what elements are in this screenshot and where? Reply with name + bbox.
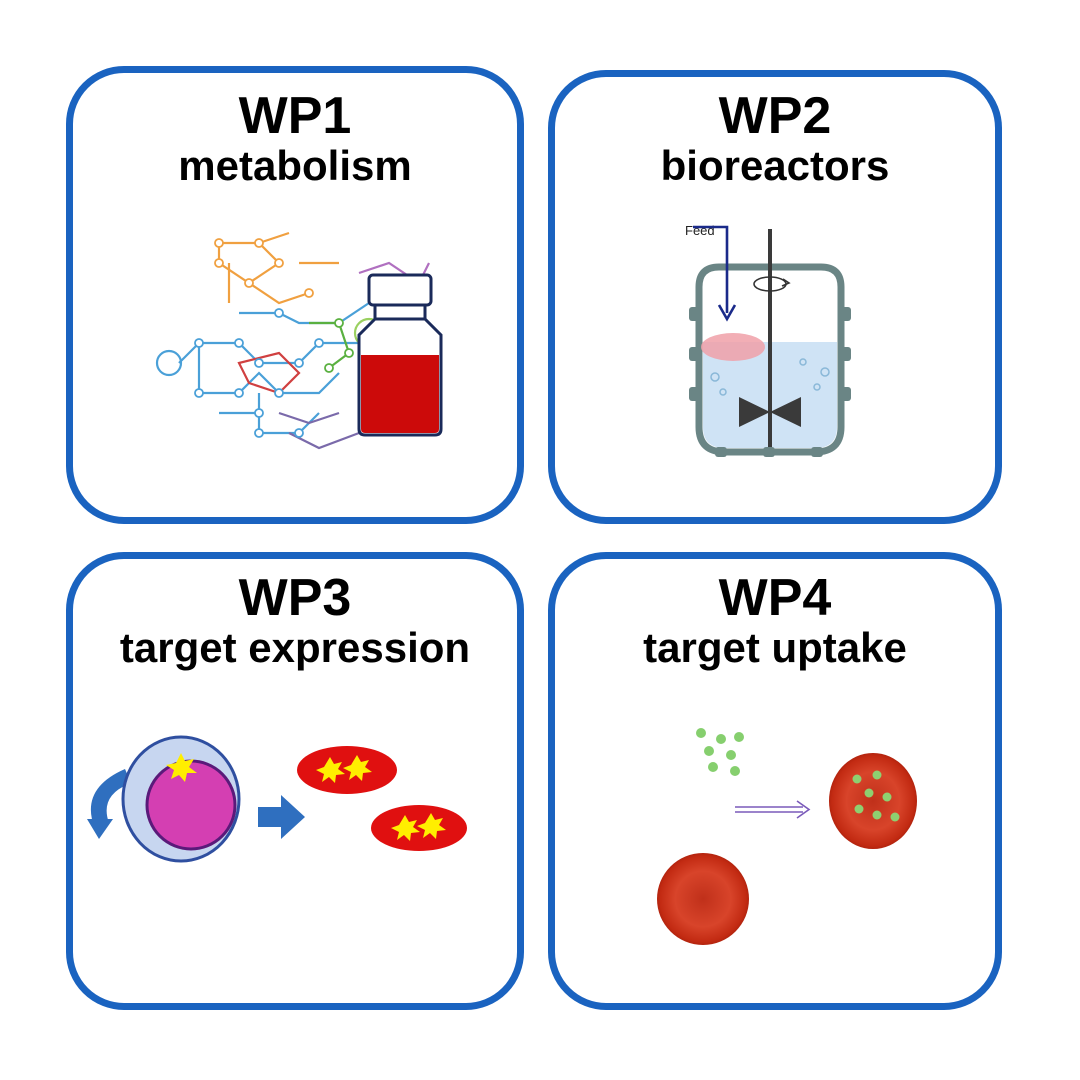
wp-subtitle: metabolism: [178, 141, 412, 189]
impeller-icon: [739, 397, 801, 427]
nanoparticle-icon: [696, 728, 744, 776]
wp-number: WP3: [238, 569, 352, 627]
panel-wp3-target-expression: WP3 target expression: [66, 552, 524, 1010]
curved-arrow-icon: [90, 769, 131, 829]
wp-number: WP4: [718, 569, 832, 627]
panel-wp2-bioreactors: WP2 bioreactors Feed: [548, 70, 1002, 524]
panel-title: WP1 metabolism: [73, 89, 517, 188]
metabolic-map-icon: [155, 231, 430, 450]
panel-wp1-metabolism: WP1 metabolism: [66, 66, 524, 524]
red-blood-cell-icon: [371, 805, 467, 851]
panel-title: WP4 target uptake: [555, 571, 995, 670]
panel-title: WP2 bioreactors: [555, 89, 995, 188]
uptake-diagram: [657, 728, 917, 945]
red-blood-cell-icon: [657, 853, 749, 945]
wp-subtitle: target expression: [119, 623, 471, 671]
forward-arrow-icon: [258, 795, 305, 839]
vial-icon: [357, 273, 443, 437]
panel-title: WP3 target expression: [73, 571, 517, 670]
red-blood-cell-icon: [829, 753, 917, 849]
wp-subtitle: target uptake: [643, 623, 907, 671]
wp-subtitle: bioreactors: [660, 141, 890, 189]
wp-number: WP1: [238, 87, 352, 145]
panel-wp4-target-uptake: WP4 target uptake: [548, 552, 1002, 1010]
bioreactor-icon: [689, 225, 851, 457]
expression-diagram: [87, 735, 467, 863]
wp-number: WP2: [718, 87, 832, 145]
